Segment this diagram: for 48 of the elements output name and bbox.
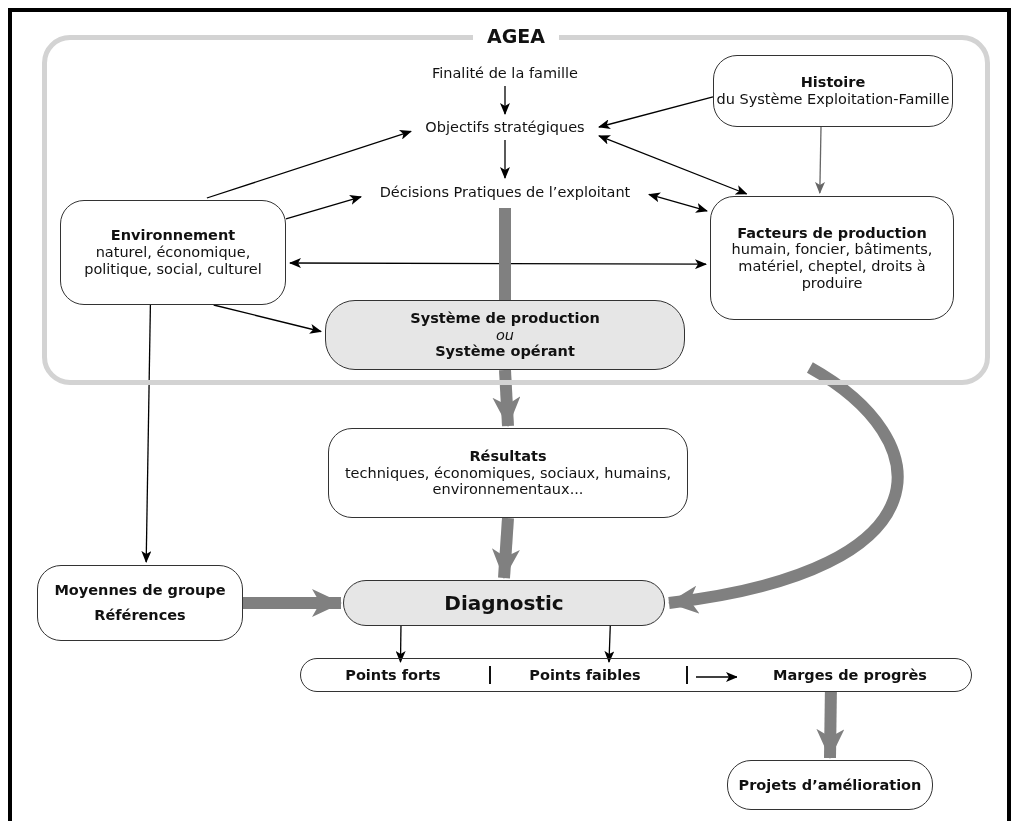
- box-text: techniques, économiques, sociaux, humains, environnementaux...: [343, 464, 673, 498]
- arrow: [289, 258, 707, 270]
- box-text: Projets d’amélioration: [738, 776, 922, 794]
- thick-arrow: [816, 691, 845, 759]
- rounded-box: [60, 200, 286, 305]
- flow-text: Décisions Pratiques de l’exploitant: [379, 183, 631, 201]
- box-text: humain, foncier, bâtiments, matériel, cheptel, droits à produire: [730, 241, 934, 292]
- box-text: ou: [495, 326, 515, 344]
- arrow: [648, 192, 708, 213]
- arrow: [604, 625, 615, 663]
- flow-text: Marges de progrès: [773, 666, 927, 684]
- box-text: du Système Exploitation-Famille: [716, 91, 950, 108]
- flow-text: Points forts: [345, 666, 441, 684]
- arrow: [213, 304, 322, 334]
- rounded-box: [37, 565, 243, 641]
- arrow: [815, 126, 825, 194]
- rounded-box: [328, 428, 688, 518]
- rounded-box: [713, 55, 953, 127]
- box-text: naturel, économique, politique, social, culturel: [83, 244, 263, 278]
- box-text: Résultats: [469, 448, 547, 465]
- arrow: [141, 304, 152, 563]
- thick-arrow: [491, 517, 520, 579]
- box-text: Moyennes de groupe: [54, 582, 226, 599]
- box-text: Facteurs de production: [737, 224, 927, 242]
- rounded-box: [710, 196, 954, 320]
- rounded-box: [727, 760, 933, 810]
- box-text: Références: [94, 607, 186, 624]
- arrow: [206, 130, 412, 199]
- highlighted-box: [343, 580, 665, 626]
- box-text: Diagnostic: [444, 591, 564, 615]
- box-text: Système opérant: [435, 343, 575, 360]
- box-text: Environnement: [110, 227, 236, 245]
- flow-text: Points faibles: [529, 666, 641, 684]
- arrow: [500, 139, 510, 179]
- thick-arrow: [668, 362, 904, 613]
- flow-text: Finalité de la famille: [431, 64, 578, 82]
- flow-text: Objectifs stratégiques: [425, 118, 585, 136]
- arrow: [598, 135, 748, 195]
- thick-arrow: [243, 589, 342, 617]
- arrow: [598, 96, 714, 129]
- arrow: [285, 195, 362, 220]
- arrow: [500, 85, 510, 115]
- box-text: Système de production: [410, 310, 600, 327]
- thick-arrow: [492, 369, 521, 427]
- box-text: Histoire: [800, 74, 866, 91]
- highlighted-box: [325, 300, 685, 370]
- arrow: [395, 625, 406, 663]
- arrow: [695, 672, 738, 682]
